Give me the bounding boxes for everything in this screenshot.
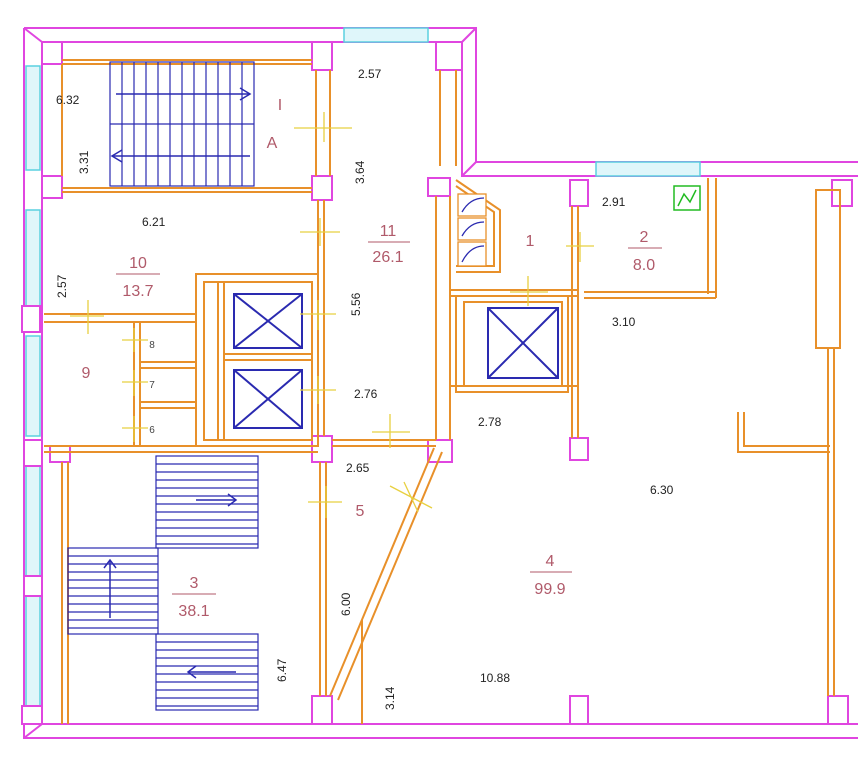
dim-3-10: 3.10 [612, 315, 636, 329]
dim-6-00: 6.00 [339, 592, 353, 616]
room-10-area: 13.7 [122, 283, 153, 300]
cubicle-8-label: 8 [149, 340, 155, 351]
dim-2-76: 2.76 [354, 387, 378, 401]
window-left-5 [25, 595, 41, 707]
room-4-label: 4 99.9 [530, 553, 572, 598]
electrical-panel-icon [673, 185, 701, 211]
dim-10-88: 10.88 [480, 671, 510, 685]
window-top [343, 27, 429, 43]
dim-2-57-left: 2.57 [55, 274, 69, 298]
cubicle-6-label: 6 [149, 425, 155, 436]
dim-2-78: 2.78 [478, 415, 502, 429]
dim-6-21: 6.21 [142, 215, 166, 229]
stair-label-i: I [278, 97, 282, 114]
window-left-4 [25, 465, 41, 577]
dim-2-65: 2.65 [346, 461, 370, 475]
dim-2-57-top: 2.57 [358, 67, 382, 81]
room-11-label: 11 26.1 [368, 223, 410, 266]
room-10-label: 10 13.7 [116, 255, 160, 300]
room-11-number: 11 [380, 223, 397, 240]
elevator-symbols [233, 293, 559, 429]
room-4-area: 99.9 [534, 581, 565, 598]
dim-6-47: 6.47 [275, 658, 289, 682]
window-right [595, 161, 701, 177]
room-labels: 11 26.1 10 13.7 2 8.0 4 99.9 3 38.1 1 5 … [82, 97, 662, 620]
dim-6-32: 6.32 [56, 93, 80, 107]
room-3-number: 3 [190, 575, 199, 592]
room-9-label: 9 [82, 365, 91, 382]
stairs-top [109, 61, 255, 187]
room-2-label: 2 8.0 [628, 229, 662, 274]
room-2-area: 8.0 [633, 257, 655, 274]
dim-3-31: 3.31 [77, 150, 91, 174]
room-5-label: 5 [356, 503, 365, 520]
room-1-label: 1 [526, 233, 535, 250]
room-3-area: 38.1 [178, 603, 209, 620]
dimensions: 6.32 3.31 2.57 3.64 6.21 2.57 5.56 2.91 … [55, 67, 674, 710]
windows [25, 27, 701, 707]
window-left-3 [25, 335, 41, 437]
dim-3-14: 3.14 [383, 686, 397, 710]
columns [21, 41, 853, 725]
room-11-area: 26.1 [372, 249, 403, 266]
vent-symbols [457, 193, 487, 267]
room-2-number: 2 [640, 229, 649, 246]
interior-walls [44, 59, 841, 724]
door-marks [70, 112, 594, 518]
room-4-number: 4 [546, 553, 555, 570]
dim-2-91: 2.91 [602, 195, 626, 209]
window-left-2 [25, 209, 41, 307]
stair-label-a: A [267, 135, 278, 152]
room-3-label: 3 38.1 [172, 575, 216, 620]
stairs-bottom [67, 455, 259, 711]
room-10-number: 10 [129, 255, 147, 272]
cubicle-7-label: 7 [149, 380, 155, 391]
dim-3-64: 3.64 [353, 160, 367, 184]
dim-6-30: 6.30 [650, 483, 674, 497]
dim-5-56: 5.56 [349, 292, 363, 316]
window-left-1 [25, 65, 41, 171]
